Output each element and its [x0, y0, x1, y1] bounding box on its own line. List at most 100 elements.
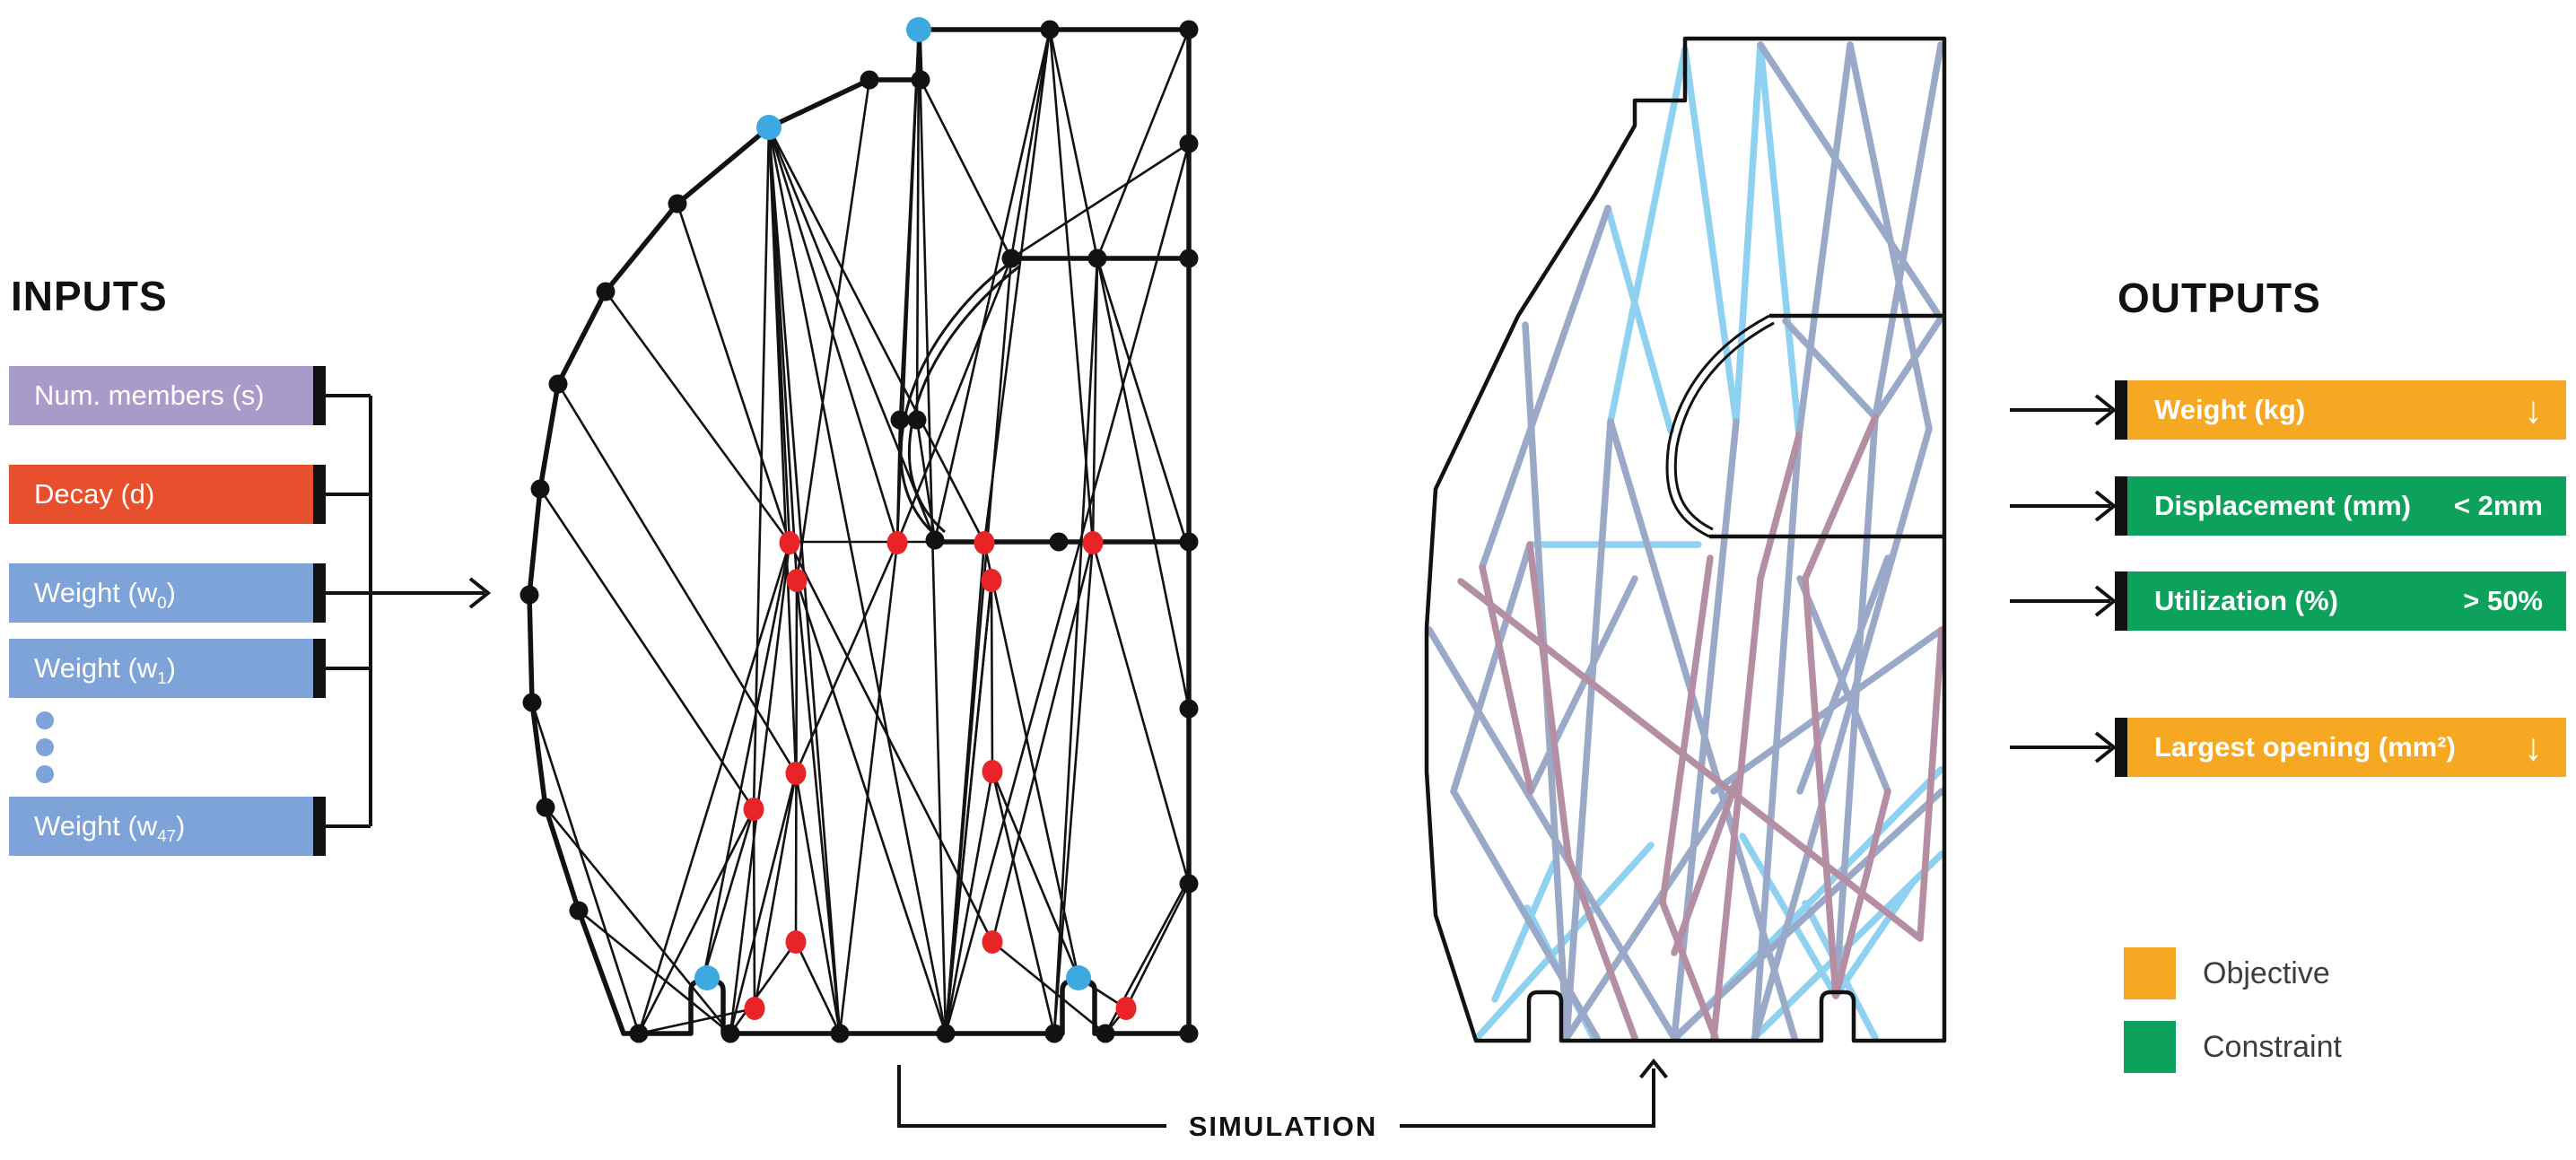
truss-member [1872, 315, 1944, 421]
ellipsis-dot-icon [36, 738, 54, 756]
right-truss-outline [1424, 36, 1947, 1043]
truss-node-variable [785, 930, 807, 954]
arrowhead-icon [2094, 585, 2118, 617]
truss-member [1450, 788, 1601, 1042]
truss-member [702, 542, 791, 979]
truss-member [556, 383, 798, 774]
truss-member [991, 771, 1080, 979]
constraint-value: < 2mm [2453, 490, 2543, 521]
output-box-label: Weight (kg) [2154, 394, 2306, 425]
output-box-label: Largest opening (mm²) [2154, 731, 2456, 763]
truss-member [1096, 257, 1191, 710]
truss-member [991, 940, 1106, 1035]
truss-member [915, 419, 937, 541]
truss-member [1795, 41, 1854, 439]
input-label-subscript: 47 [157, 826, 176, 846]
truss-member [1563, 418, 1614, 1042]
truss-node-variable [982, 930, 1003, 954]
truss-member [729, 542, 791, 1034]
left-truss-boundary [527, 27, 1192, 1036]
truss-member [1052, 542, 1095, 1034]
truss-member [991, 542, 1095, 943]
truss-node-support [906, 17, 931, 42]
input-box-4: Weight (w47) [9, 797, 326, 856]
truss-node-variable [779, 531, 800, 554]
truss-member [1607, 46, 1689, 425]
truss-member [1832, 877, 1917, 999]
truss-member [919, 79, 1013, 259]
truss-member [944, 143, 1191, 1034]
truss-member [1832, 788, 1891, 999]
truss-node-fixed [936, 1024, 956, 1043]
truss-member [1009, 29, 1052, 259]
truss-member [1796, 575, 1891, 795]
truss-member [794, 941, 842, 1034]
truss-node-fixed [668, 194, 687, 214]
truss-member [795, 580, 842, 1034]
truss-member [1917, 626, 1945, 942]
truss-member [794, 580, 799, 943]
truss-node-fixed [1087, 249, 1107, 268]
output-box-3: Largest opening (mm²)↓ [2115, 718, 2566, 777]
ellipsis-dot-icon [36, 765, 54, 783]
input-box-label: Num. members (s) [34, 379, 265, 411]
truss-member [795, 580, 947, 1034]
truss-node-fixed [530, 479, 550, 499]
truss-node-fixed [1179, 1024, 1199, 1043]
truss-node-variable [785, 762, 807, 785]
truss-member [604, 291, 791, 544]
truss-member [1563, 779, 1740, 1042]
truss-member [637, 808, 755, 1034]
input-box-2: Weight (w0) [9, 563, 326, 623]
truss-member [1802, 414, 1879, 582]
truss-node-variable [1115, 997, 1137, 1020]
legend-swatch [2124, 1021, 2176, 1073]
truss-member [1010, 142, 1190, 260]
truss-member [1457, 578, 1924, 942]
truss-node-fixed [1001, 249, 1021, 268]
truss-member [1796, 554, 1891, 795]
legend-item-constraint: Constraint [2124, 1021, 2342, 1073]
truss-member [1565, 854, 1638, 1042]
output-box-1: Displacement (mm)< 2mm [2115, 476, 2566, 536]
truss-node-fixed [1044, 1024, 1064, 1043]
truss-member [767, 126, 937, 541]
truss-member [1872, 41, 1944, 421]
truss-node-fixed [1179, 249, 1199, 268]
truss-member [1479, 205, 1611, 571]
truss-node-fixed [1179, 134, 1199, 153]
truss-node-fixed [1179, 20, 1199, 39]
truss-node-fixed [1179, 532, 1199, 552]
arrowhead-icon [2094, 394, 2118, 426]
truss-member [838, 542, 899, 1034]
constraint-value: > 50% [2463, 585, 2543, 616]
truss-node-variable [744, 997, 765, 1020]
output-box-2: Utilization (%) > 50% [2115, 571, 2566, 631]
truss-member [729, 941, 798, 1034]
output-box-label: Utilization (%) [2154, 585, 2338, 616]
truss-member [794, 772, 842, 1034]
input-box-label: Decay (d) [34, 478, 155, 510]
truss-member [1048, 29, 1099, 259]
truss-member [729, 772, 798, 1034]
simulation-bracket [897, 1065, 1166, 1128]
truss-member [1604, 205, 1674, 434]
truss-node-fixed [1179, 874, 1199, 894]
ellipsis-dot-icon [36, 711, 54, 729]
truss-member [944, 771, 994, 1034]
arrowhead-icon [2094, 731, 2118, 763]
truss-node-fixed [907, 410, 927, 430]
truss-member [1671, 779, 1740, 956]
truss-node-fixed [629, 1024, 649, 1043]
inputs-title: INPUTS [11, 273, 168, 319]
legend-item-objective: Objective [2124, 947, 2330, 999]
output-box-0: Weight (kg)↓ [2115, 380, 2566, 440]
truss-node-variable [982, 760, 1003, 783]
truss-member [1757, 41, 1944, 322]
simulation-label: SIMULATION [1189, 1111, 1378, 1142]
truss-member [1757, 41, 1803, 439]
truss-member [794, 542, 899, 774]
truss-member [530, 702, 641, 1034]
truss-node-fixed [830, 1024, 850, 1043]
truss-member [1526, 541, 1572, 861]
